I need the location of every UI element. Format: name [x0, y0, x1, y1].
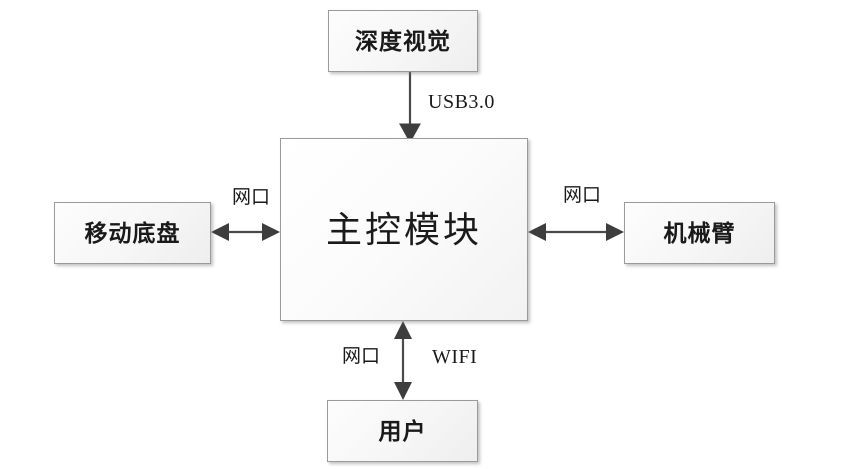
edge-label-network-port-bottom: 网口	[342, 346, 381, 367]
node-depth-vision[interactable]: 深度视觉	[328, 10, 478, 72]
node-robotic-arm[interactable]: 机械臂	[624, 202, 775, 264]
node-robotic-arm-label: 机械臂	[663, 220, 736, 246]
edge-label-usb3: USB3.0	[428, 91, 495, 113]
node-mobile-chassis[interactable]: 移动底盘	[54, 202, 211, 264]
node-user[interactable]: 用户	[327, 400, 478, 462]
edge-label-network-port-right: 网口	[563, 185, 602, 206]
node-main-controller[interactable]: 主控模块	[280, 138, 528, 321]
node-mobile-chassis-label: 移动底盘	[84, 220, 181, 246]
edge-label-wifi: WIFI	[432, 346, 478, 368]
edge-chassis-to-main	[211, 223, 280, 241]
node-main-controller-label: 主控模块	[325, 209, 482, 250]
node-user-label: 用户	[378, 418, 427, 444]
edge-main-to-user	[394, 321, 412, 400]
edge-main-to-arm	[528, 223, 624, 241]
edge-label-network-port-left: 网口	[232, 187, 271, 208]
node-depth-vision-label: 深度视觉	[355, 28, 451, 54]
